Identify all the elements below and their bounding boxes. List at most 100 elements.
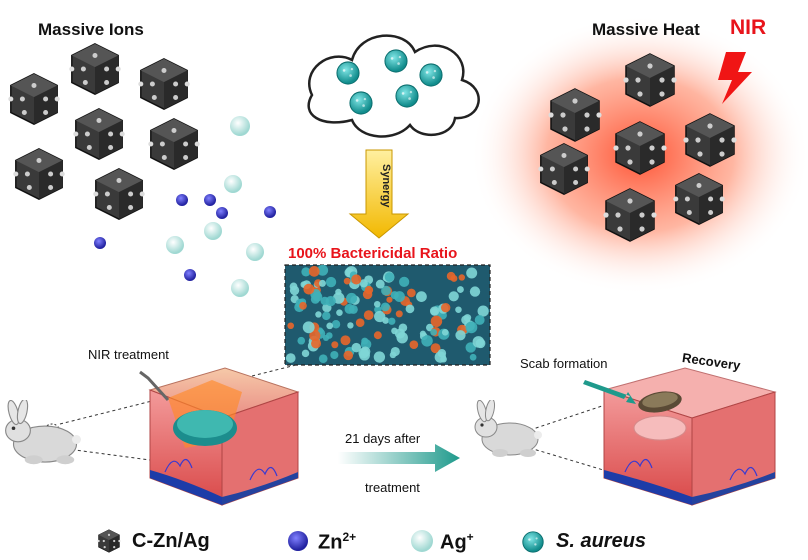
legend-zn-icon [288, 531, 308, 551]
micrograph-bacteria [285, 264, 489, 364]
micrograph-damaged-cell [362, 289, 373, 300]
micrograph-damaged-cell [309, 330, 321, 342]
micrograph-cell [465, 321, 478, 334]
micrograph-cell [441, 329, 449, 336]
nir-label: NIR [730, 16, 767, 39]
zn-ions [94, 194, 276, 281]
micrograph-cell [398, 323, 408, 333]
micrograph-cell [360, 346, 371, 357]
micrograph-damaged-cell [395, 310, 403, 318]
micrograph-cell [322, 311, 331, 321]
micrograph-damaged-cell [386, 296, 393, 303]
micrograph-damaged-cell [340, 335, 351, 346]
legend-ag: Ag+ [440, 530, 474, 555]
micrograph-damaged-cell [430, 315, 443, 328]
days-after-label: 21 days after [345, 431, 421, 446]
legend-zn-charge: 2+ [342, 530, 357, 544]
micrograph-cell [469, 353, 477, 361]
micrograph-damaged-cell [430, 343, 441, 354]
micrograph-cell [289, 285, 300, 296]
legend-ag-icon [411, 530, 433, 552]
scab-formation-label: Scab formation [520, 356, 608, 371]
micrograph-cell [373, 300, 381, 308]
micrograph-cell [301, 267, 311, 277]
micrograph-damaged-cell [407, 288, 416, 298]
micrograph-cell [391, 327, 398, 335]
synergy-label: Synergy [380, 164, 392, 208]
micrograph-damaged-cell [331, 341, 339, 349]
micrograph-cell [361, 337, 369, 345]
synergy-arrow [348, 149, 410, 239]
micrograph-cell [440, 355, 447, 363]
legend-bacteria-icon [522, 531, 544, 553]
micrograph-cell [472, 336, 485, 348]
micrograph-cell [416, 291, 427, 303]
micrograph-cell [419, 330, 426, 337]
heat-title: Massive Heat [592, 20, 700, 39]
legend-ag-base: Ag [440, 531, 467, 554]
micrograph-cell [325, 295, 336, 307]
micrograph-damaged-cell [458, 274, 466, 281]
micrograph-cell [325, 276, 337, 288]
legend-zn-base: Zn [318, 531, 343, 554]
micrograph-cell [396, 331, 408, 344]
micrograph-cell [430, 328, 438, 336]
micrograph-cell [374, 310, 386, 323]
micrograph-cell [437, 349, 447, 358]
micrograph-cell [421, 335, 433, 347]
micrograph-damaged-cell [363, 310, 374, 321]
micrograph-damaged-cell [446, 271, 456, 281]
micrograph-cell [373, 351, 386, 363]
micrograph-damaged-cell [343, 277, 351, 285]
ag-ions [166, 116, 264, 297]
micrograph-cell [384, 272, 395, 282]
micrograph-cell [302, 321, 315, 334]
micrograph-cell [330, 350, 339, 360]
micrograph-cell [461, 315, 471, 325]
micrograph-cell [297, 336, 306, 345]
micrograph-cell [477, 305, 489, 317]
days-after-arrow [338, 444, 460, 472]
micrograph-cell [375, 279, 385, 289]
micrograph-damaged-cell [287, 322, 295, 330]
micrograph-cell [315, 311, 322, 318]
micrograph-cell [351, 342, 362, 353]
micrograph-damaged-cell [355, 318, 365, 328]
micrograph-cell [347, 322, 354, 329]
micrograph-damaged-cell [373, 331, 382, 340]
skin-block-infected [148, 367, 300, 506]
ions-cube-cluster [7, 43, 201, 220]
legend-cube-icon [97, 529, 121, 553]
micrograph-cell [456, 286, 464, 293]
micrograph-cell [388, 317, 396, 325]
micrograph-damaged-cell [311, 338, 322, 349]
ions-title: Massive Ions [38, 20, 144, 39]
micrograph-cell [465, 342, 476, 353]
legend-c-zn-ag-label: C-Zn/Ag [132, 530, 210, 552]
legend-ag-label: Ag+ [440, 530, 474, 555]
micrograph-damaged-cell [343, 350, 354, 361]
nir-treatment-label: NIR treatment [88, 347, 169, 362]
micrograph-damaged-cell [303, 283, 315, 295]
micrograph-cell [389, 351, 397, 359]
micrograph-cell [405, 304, 415, 314]
micrograph-cell [285, 353, 296, 363]
micrograph-damaged-cell [440, 302, 451, 313]
skin-block-recovered [602, 367, 777, 506]
legend-c-zn-ag: C-Zn/Ag [132, 530, 210, 553]
micrograph-cell [455, 306, 462, 313]
legend-s-aureus-label: S. aureus [556, 530, 647, 552]
legend-zn-label: Zn2+ [318, 530, 356, 555]
lightning-icon [718, 52, 752, 104]
micrograph-cell [380, 302, 390, 312]
micrograph-cell [301, 349, 310, 358]
micrograph-cell [318, 354, 328, 364]
legend-s-aureus: S. aureus [556, 530, 646, 553]
micrograph-cell [381, 285, 391, 296]
rabbit-left [5, 400, 82, 465]
micrograph-damaged-cell [299, 301, 307, 310]
micrograph-cell [336, 309, 343, 316]
micrograph-cell [430, 308, 439, 316]
micrograph-cell [346, 292, 358, 304]
